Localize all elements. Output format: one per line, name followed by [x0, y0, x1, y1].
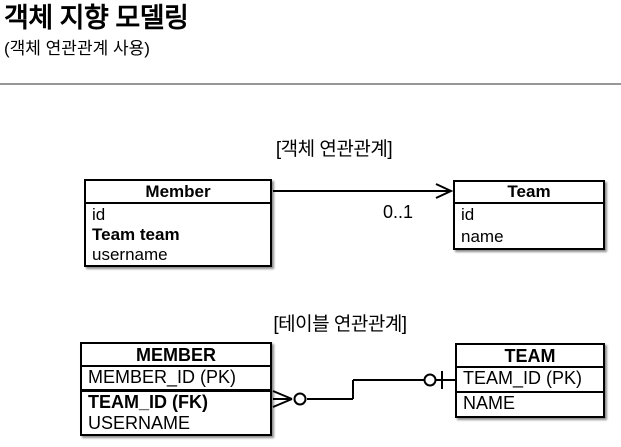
- page-title: 객체 지향 모델링: [4, 3, 189, 33]
- member-field-id: id: [92, 205, 106, 224]
- team-table-fields: NAME: [457, 393, 603, 414]
- member-table-fields: TEAM_ID (FK) USERNAME: [82, 392, 270, 434]
- member-field-username: username: [92, 245, 168, 264]
- member-table-title: MEMBER: [82, 344, 270, 367]
- object-association-label: [객체 연관관계]: [275, 139, 393, 160]
- multiplicity-label: 0..1: [382, 202, 414, 222]
- team-class-box: Team id name: [453, 180, 605, 250]
- team-field-name: name: [461, 227, 504, 246]
- member-table-username: USERNAME: [88, 413, 191, 433]
- member-class-fields: id Team team username: [86, 204, 270, 265]
- crowfoot-connector: [272, 371, 456, 408]
- member-class-title: Member: [86, 181, 270, 204]
- team-class-title: Team: [455, 182, 603, 204]
- team-class-fields: id name: [455, 204, 603, 248]
- association-arrow: [273, 183, 454, 199]
- member-class-box: Member id Team team username: [84, 179, 272, 267]
- team-table-pk: TEAM_ID (PK): [457, 368, 603, 393]
- member-field-team: Team team: [92, 225, 180, 244]
- optional-circle-team-icon: [423, 373, 437, 387]
- page-subtitle: (객체 연관관계 사용): [4, 39, 150, 58]
- header-divider: [0, 83, 621, 85]
- member-table-box: MEMBER MEMBER_ID (PK) TEAM_ID (FK) USERN…: [80, 342, 272, 436]
- team-table-box: TEAM TEAM_ID (PK) NAME: [455, 343, 605, 418]
- team-field-id: id: [461, 205, 475, 224]
- member-table-pk: MEMBER_ID (PK): [82, 367, 270, 392]
- table-association-label: [테이블 연관관계]: [273, 314, 407, 335]
- optional-circle-member-icon: [293, 392, 307, 406]
- team-table-name: NAME: [463, 393, 516, 413]
- member-table-fk: TEAM_ID (FK): [88, 392, 208, 412]
- arrowhead-icon: [435, 183, 454, 199]
- team-table-title: TEAM: [457, 345, 603, 368]
